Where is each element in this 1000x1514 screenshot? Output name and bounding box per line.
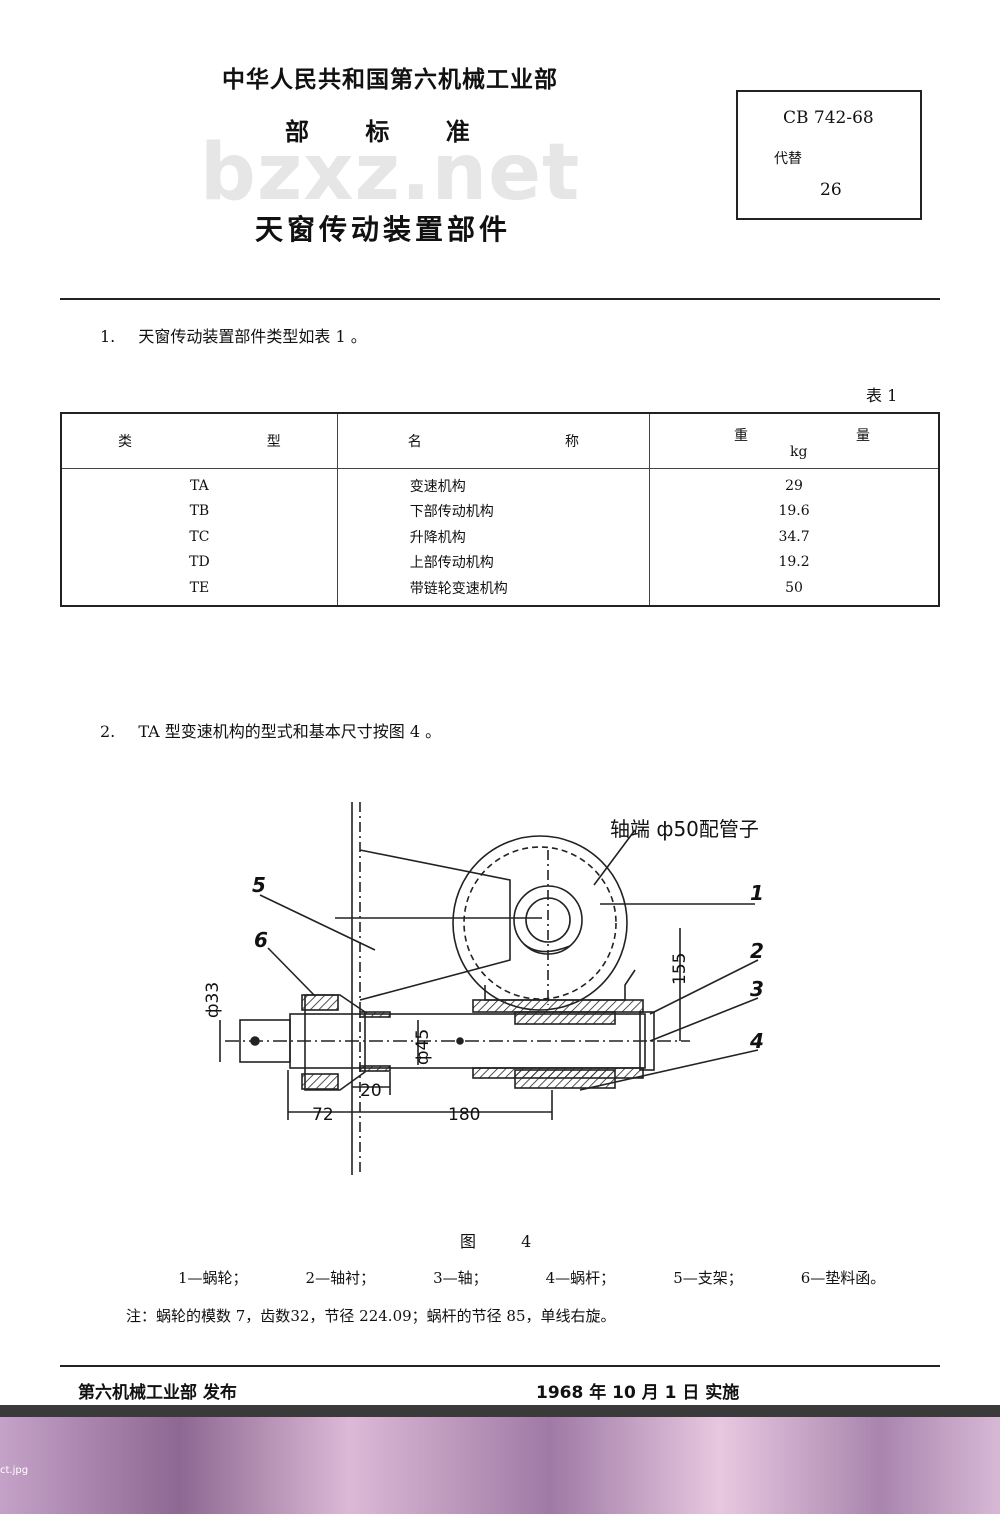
worm-upper-hatch [514,1011,616,1025]
table-row: TC 升降机构 34.7 [61,524,939,550]
dim-20: 20 [360,1081,382,1101]
effective-date: 1968 年 10 月 1 日 实施 [536,1383,740,1403]
table-label: 表 1 [866,386,898,405]
bracket-body [359,849,511,1001]
row-name: 上部传动机构 [336,549,650,575]
bushing-upper [359,1011,391,1018]
publisher: 第六机械工业部 发布 [78,1383,237,1403]
section-2-text: TA 型变速机构的型式和基本尺寸按图 4 。 [138,722,442,741]
table-row: TA 变速机构 29 [61,468,939,499]
housing-top [484,969,636,1001]
legend-item: 2—轴衬； [305,1269,376,1287]
figure-legend: 1—蜗轮； 2—轴衬； 3—轴； 4—蜗杆； 5—支架； 6—垫料函。 [178,1267,885,1288]
row-weight: 19.6 [649,498,939,524]
taskbar-strip [0,1405,1000,1417]
figure-note: 注：蜗轮的模数 7，齿数32，节径 224.09；蜗杆的节径 85，单线右旋。 [126,1307,616,1325]
stuffing-box [304,994,366,1091]
legend-item: 6—垫料函。 [800,1269,886,1287]
leader-callout [593,829,636,886]
replace-label: 代替 [774,151,802,167]
standard-code-box: CB 742-68 代替 26 [736,90,922,220]
row-type: TD [189,554,210,571]
stuffing-box-upper-hatch [301,994,339,1011]
section-1-text: 天窗传动装置部件类型如表 1 。 [138,327,367,346]
part-number: 6 [254,928,268,952]
leader-3 [649,997,759,1042]
table-header-row: 类型 名称 重量 kg [61,413,939,469]
dim-155: 155 [670,953,690,985]
leader-5 [259,894,376,951]
header-name: 名称 [336,413,650,469]
standard-type: 部 标 准 [285,118,470,146]
housing-upper-hatch [472,999,644,1013]
part-number: 4 [749,1029,764,1053]
legend-item: 4—蜗杆； [545,1269,616,1287]
table-row: TD 上部传动机构 19.2 [61,549,939,575]
replace-number: 26 [820,180,842,200]
legend-item: 3—轴； [433,1269,488,1287]
part-number: 1 [750,881,764,905]
row-type: TC [189,528,210,545]
document-title: 天窗传动装置部件 [255,213,512,246]
shaft-end-callout: 轴端 ф50配管子 [610,817,759,841]
standard-code: CB 742-68 [783,108,874,128]
dim-45: ф45 [413,1029,433,1065]
row-weight: 34.7 [649,524,939,550]
header-rule [60,298,940,300]
caption-number: 4 [521,1232,532,1251]
leader-6 [267,947,316,997]
parts-table: 类型 名称 重量 kg TA 变速机构 29 TB 下部传动机构 19.6 [60,412,940,607]
row-type: TB [189,503,210,520]
housing-lower-hatch [472,1067,644,1079]
taskbar-filename[interactable]: ct.jpg [0,1465,29,1476]
part-number: 5 [252,873,266,897]
row-weight: 50 [649,575,939,606]
figure-caption: 图 4 [460,1228,531,1252]
row-name: 带链轮变速机构 [336,575,650,606]
legend-item: 5—支架； [673,1269,743,1287]
row-type: TE [189,579,210,596]
bushing-lower [359,1065,391,1072]
row-name: 升降机构 [336,524,650,550]
worm-wheel-outer [452,835,628,1011]
technical-drawing: 5 6 1 2 3 4 轴端 ф50配管子 155 ф33 ф45 20 72 … [203,802,764,1175]
worm-wheel-pitch [463,846,617,1000]
section-1-number: 1. [100,327,116,346]
section-2: 2. TA 型变速机构的型式和基本尺寸按图 4 。 [100,718,441,742]
header-weight: 重量 kg [649,413,939,469]
leader-2 [649,959,759,1015]
table-row: TB 下部传动机构 19.6 [61,498,939,524]
dim-72: 72 [312,1105,334,1125]
taskbar: ct.jpg [0,1405,1000,1514]
row-weight: 29 [649,468,939,499]
weight-unit: kg [790,444,808,460]
document-page: 中华人民共和国第六机械工业部 部 标 准 bzxz.net 天窗传动装置部件 C… [60,67,940,1403]
section-2-number: 2. [100,722,116,741]
row-weight: 19.2 [649,549,939,575]
shaft-mid-pin [456,1037,464,1045]
stuffing-box-lower-hatch [301,1073,339,1090]
leader-4 [579,1049,759,1091]
ministry-title: 中华人民共和国第六机械工业部 [222,67,558,93]
table-row: TE 带链轮变速机构 50 [61,575,939,606]
header-type: 类型 [61,413,338,469]
footer-rule [60,1365,940,1367]
part-number: 2 [750,939,764,963]
row-type: TA [190,477,209,494]
shaft-end [239,1019,291,1063]
row-name: 下部传动机构 [336,498,650,524]
shaft-end-pin [250,1036,260,1046]
dim-33: ф33 [203,982,223,1018]
hub-keyway [523,943,571,953]
shaft-collar [639,1011,655,1071]
part-number: 3 [750,977,764,1001]
caption-label: 图 [460,1232,477,1251]
row-name: 变速机构 [336,468,650,499]
section-1: 1. 天窗传动装置部件类型如表 1 。 [100,323,367,347]
dim-180: 180 [448,1105,480,1125]
legend-item: 1—蜗轮； [178,1269,248,1287]
watermark: bzxz.net [200,128,581,218]
